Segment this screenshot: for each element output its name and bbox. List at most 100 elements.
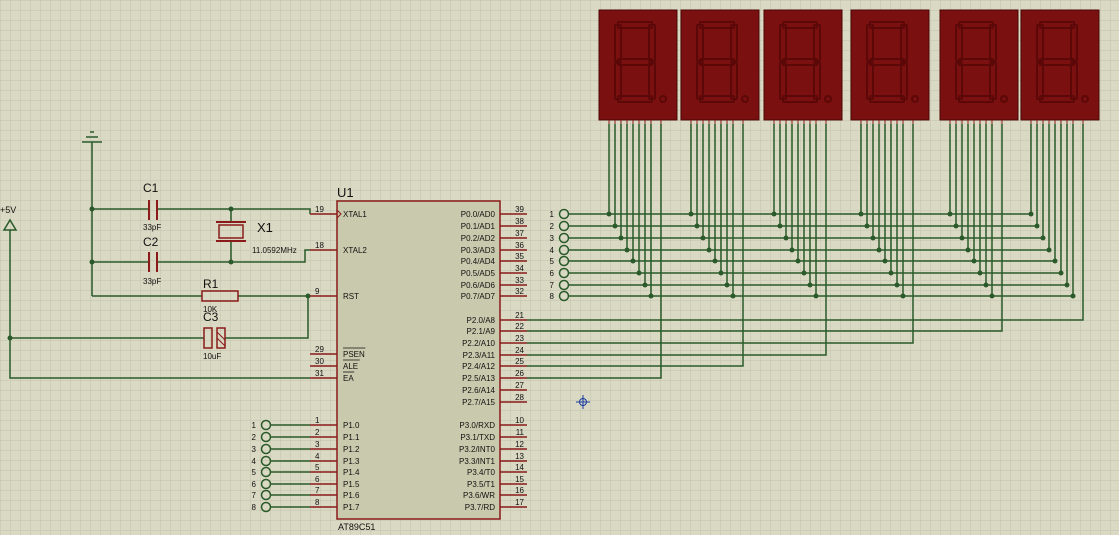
u1-pin-name: P1.4 (343, 468, 360, 477)
u1-pin-left[interactable]: 4P1.3 (310, 452, 360, 466)
port0-terminal[interactable]: 6 (550, 267, 570, 279)
c1-value: 33pF (143, 223, 161, 232)
u1-pin-name: P3.0/RXD (459, 421, 495, 430)
ic-u1[interactable]: U1 AT89C51 19XTAL118XTAL29RST29PSEN30ALE… (310, 185, 527, 532)
u1-pin-number: 27 (515, 381, 524, 390)
u1-pin-left[interactable]: 7P1.6 (310, 486, 360, 500)
u1-pin-left[interactable]: 5P1.4 (310, 463, 360, 477)
port0-terminal[interactable]: 4 (550, 244, 570, 256)
u1-pin-left[interactable]: 2P1.1 (310, 428, 360, 442)
port0-terminal[interactable]: 8 (550, 290, 570, 302)
u1-pin-left[interactable]: 6P1.5 (310, 475, 360, 489)
port1-terminal[interactable]: 1 (252, 419, 310, 431)
terminal-label: 3 (252, 445, 257, 454)
crosshair-cursor-icon (576, 395, 590, 409)
seven-segment-display[interactable] (850, 9, 930, 124)
port0-terminal[interactable]: 7 (550, 279, 570, 291)
resistor-r1[interactable]: R1 10K (201, 277, 239, 314)
port0-terminal[interactable]: 5 (550, 255, 570, 267)
decimal-point (1000, 95, 1008, 103)
u1-pin-number: 37 (515, 229, 524, 238)
decimal-point (1081, 95, 1089, 103)
port1-terminal[interactable]: 5 (252, 466, 310, 478)
decimal-point (911, 95, 919, 103)
port1-terminal[interactable]: 3 (252, 443, 310, 455)
port0-terminal[interactable]: 2 (550, 220, 570, 232)
capacitor-c2[interactable]: C2 33pF (143, 235, 161, 286)
port1-terminal[interactable]: 4 (252, 455, 310, 467)
segment (699, 58, 735, 66)
u1-pin-left[interactable]: 8P1.7 (310, 498, 360, 512)
port1-terminal[interactable]: 6 (252, 478, 310, 490)
crystal-x1[interactable]: X1 11.0592MHz (216, 220, 297, 255)
seven-segment-display[interactable] (939, 9, 1019, 124)
port1-terminal[interactable]: 8 (252, 501, 310, 513)
junction-dot (7, 335, 13, 341)
wire (527, 124, 914, 344)
u1-pin-left[interactable]: 1P1.0 (310, 416, 360, 430)
wire (527, 124, 827, 356)
c1-ref: C1 (143, 181, 159, 195)
capacitor-c1[interactable]: C1 33pF (143, 181, 161, 232)
u1-pin-number: 31 (315, 369, 324, 378)
seven-segment-display[interactable] (1020, 9, 1100, 124)
seven-segment-displays (598, 9, 1100, 124)
u1-pin-name: P3.4/T0 (467, 468, 496, 477)
u1-pin-number: 16 (515, 486, 524, 495)
u1-pin-number: 33 (515, 276, 524, 285)
seven-segment-display[interactable] (680, 9, 760, 124)
u1-pin-name: P3.6/WR (463, 491, 495, 500)
u1-pin-name: PSEN (343, 350, 365, 359)
capacitor-c3[interactable]: C3 10uF (203, 310, 226, 361)
u1-pin-number: 30 (315, 357, 324, 366)
port1-terminal[interactable]: 7 (252, 489, 310, 501)
c3-value: 10uF (203, 352, 221, 361)
u1-pin-name: P0.4/AD4 (461, 257, 496, 266)
u1-pin-number: 8 (315, 498, 320, 507)
port0-terminal[interactable]: 3 (550, 232, 570, 244)
seven-segment-display[interactable] (763, 9, 843, 124)
terminal-label: 7 (550, 281, 555, 290)
wire (527, 124, 1003, 332)
u1-pin-left[interactable]: 3P1.2 (310, 440, 360, 454)
port1-terminal[interactable]: 2 (252, 431, 310, 443)
wire (9, 230, 310, 379)
port0-terminal[interactable]: 1 (550, 208, 570, 220)
u1-pin-name: P3.3/INT1 (459, 457, 496, 466)
seven-segment-display[interactable] (598, 9, 678, 124)
segment (869, 58, 905, 66)
c2-ref: C2 (143, 235, 159, 249)
